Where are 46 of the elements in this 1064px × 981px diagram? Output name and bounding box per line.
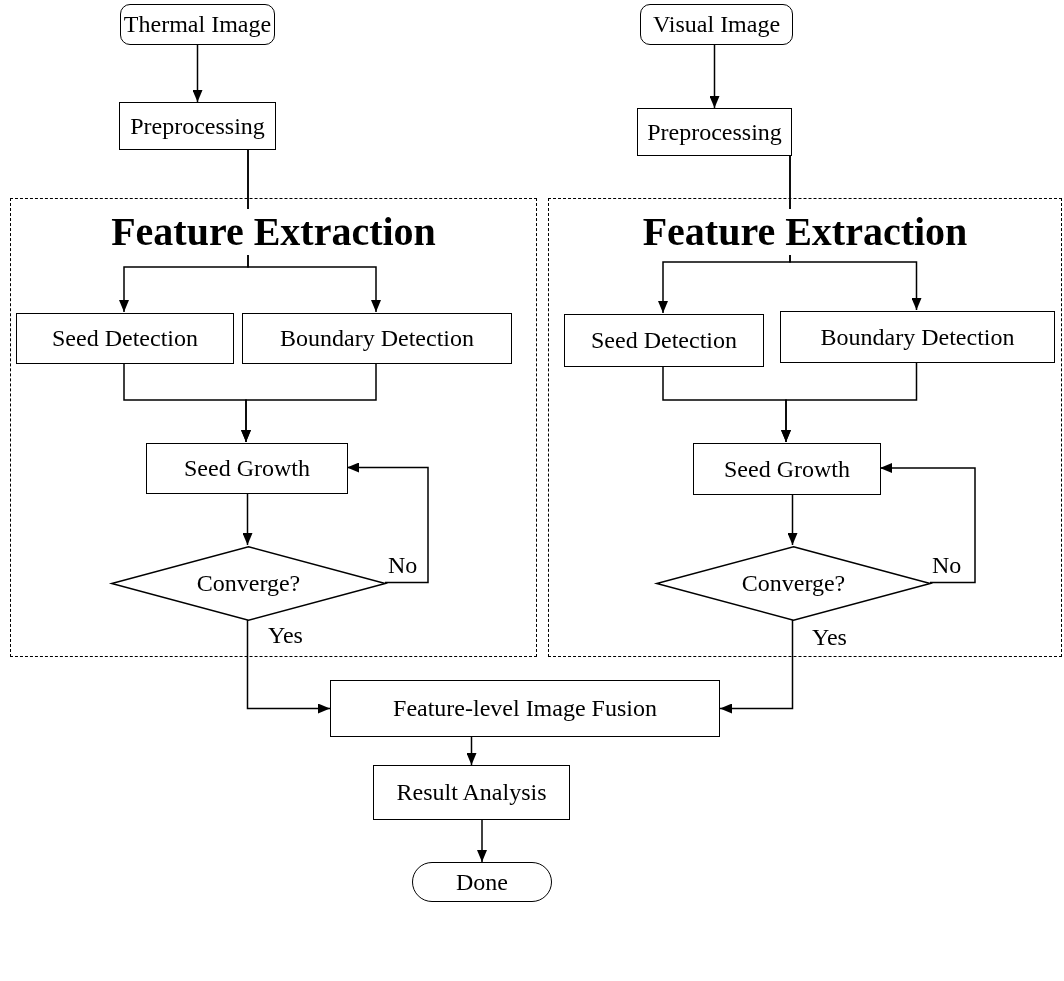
process-box: [242, 313, 512, 364]
process-box: [146, 443, 348, 494]
node-label: Seed Detection: [591, 327, 737, 354]
node-label: Converge?: [196, 570, 301, 597]
node-label: Done: [456, 868, 508, 896]
terminal-box: [640, 4, 793, 45]
node-label: Boundary Detection: [280, 325, 474, 352]
dashed-group-frame: [10, 198, 537, 657]
connector-arrow: [709, 44, 720, 109]
node-label: Feature-level Image Fusion: [393, 695, 657, 722]
group-heading: Feature Extraction: [640, 209, 970, 255]
group-heading: Feature Extraction: [109, 209, 438, 255]
process-box: [373, 765, 570, 820]
node-label: Seed Growth: [184, 455, 310, 482]
connector-arrow: [787, 493, 798, 546]
node-label: Seed Growth: [724, 455, 850, 483]
process-box: [637, 108, 792, 156]
node-label: Boundary Detection: [820, 323, 1015, 351]
connector-arrow: [466, 736, 477, 766]
connector-arrow: [346, 462, 429, 584]
decision-diamond: [111, 546, 386, 621]
connector-arrow: [242, 492, 253, 546]
decision-diamond: [656, 546, 931, 621]
process-box: [119, 102, 276, 150]
process-box: [564, 314, 764, 367]
node-label: Thermal Image: [123, 11, 272, 38]
connector-arrow: [879, 463, 976, 584]
terminal-box: [412, 862, 552, 902]
process-box: [780, 311, 1055, 363]
dashed-group-frame: [548, 198, 1062, 657]
connector-arrow: [477, 819, 487, 863]
connector-arrow: [719, 619, 794, 714]
node-label: Visual Image: [652, 11, 781, 38]
connector-arrow: [246, 619, 331, 714]
connector-arrow: [192, 44, 203, 103]
connector-arrow: [781, 361, 918, 443]
node-label: Seed Detection: [52, 325, 198, 352]
node-label: Preprocessing: [130, 112, 265, 140]
connector-arrow: [241, 362, 377, 443]
process-box: [330, 680, 720, 737]
process-box: [693, 443, 881, 495]
node-label: Preprocessing: [647, 118, 782, 146]
process-box: [16, 313, 234, 364]
node-label: Converge?: [741, 570, 846, 597]
node-label: Result Analysis: [396, 779, 547, 806]
terminal-box: [120, 4, 275, 45]
